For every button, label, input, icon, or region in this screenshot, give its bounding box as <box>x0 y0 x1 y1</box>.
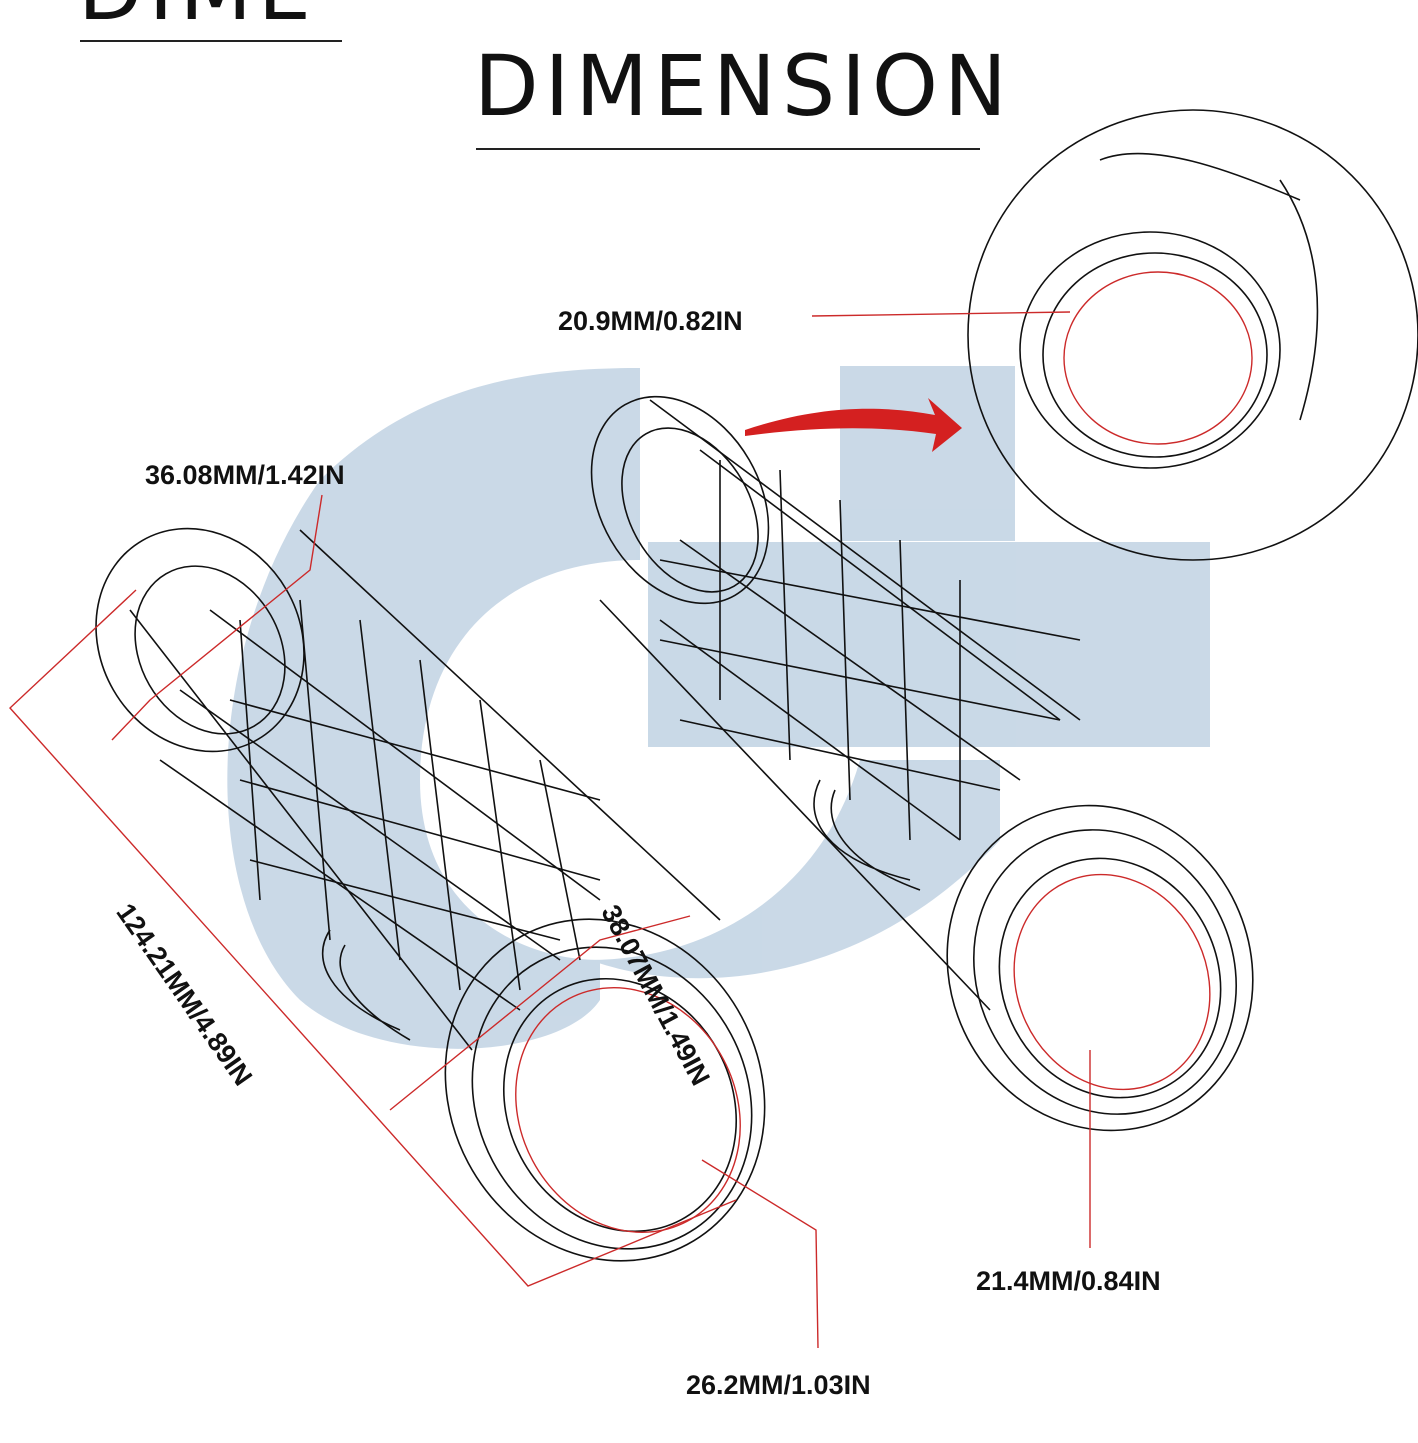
inner-diameter-left-label: 26.2MM/1.03IN <box>686 1370 871 1400</box>
arrow-icon <box>745 398 962 452</box>
inner-diameter-right-label: 21.4MM/0.84IN <box>976 1266 1161 1296</box>
right-grip <box>590 395 1254 1132</box>
cut-off-title: DIME <box>78 0 317 32</box>
dimension-lines <box>9 311 1091 1349</box>
title-rule <box>476 148 980 150</box>
cut-title-rule <box>80 40 342 42</box>
inner-diameter-top-label: 20.9MM/0.82IN <box>558 306 743 336</box>
left-grip <box>95 527 766 1262</box>
zoom-circle <box>967 109 1418 561</box>
end-diameter-label: 36.08MM/1.42IN <box>145 460 345 490</box>
page-title: DIMENSION <box>474 37 1013 135</box>
